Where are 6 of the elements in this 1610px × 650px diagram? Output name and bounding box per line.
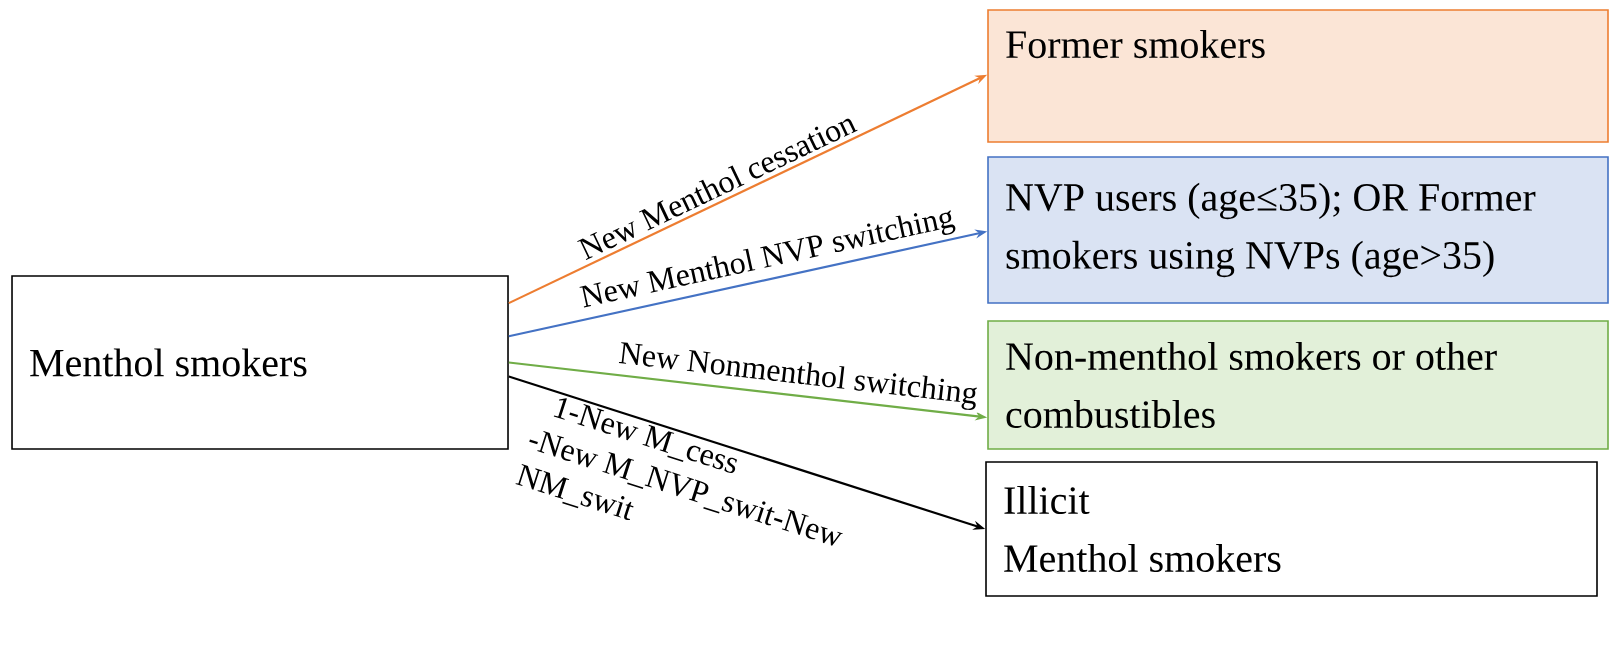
process-box: Menthol smokers bbox=[11, 275, 509, 450]
edge-label: New Nonmenthol switching bbox=[615, 338, 982, 414]
process-box: NVP users (age≤35); OR Former smokers using NVPs (age>35) bbox=[987, 156, 1609, 304]
process-box: Non-menthol smokers or other combustibles bbox=[987, 320, 1609, 450]
process-box: Illicit Menthol smokers bbox=[985, 461, 1598, 597]
process-box: Former smokers bbox=[987, 9, 1609, 143]
